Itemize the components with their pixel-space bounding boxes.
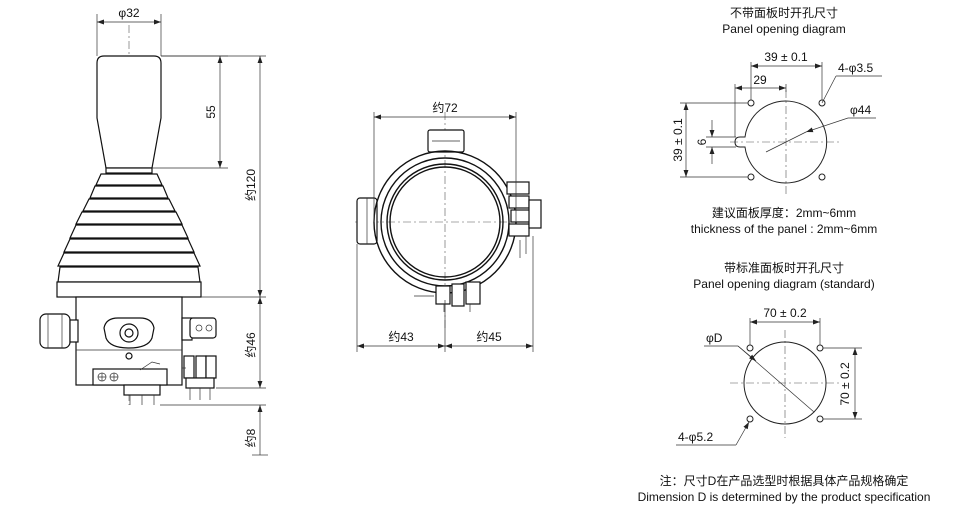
side-view: φ32 55 约120 约46 约8 xyxy=(39,6,268,456)
panel-standard-title-en: Panel opening diagram (standard) xyxy=(693,277,874,291)
dim-plain-holes: 4-φ3.5 xyxy=(838,61,873,75)
bottom-switches xyxy=(414,281,481,312)
footer-note-en: Dimension D is determined by the product… xyxy=(638,490,931,504)
dim-plain-hole-spacing-v: 39 ± 0.1 xyxy=(671,118,685,162)
thickness-note-cn: 建议面板厚度：2mm~6mm xyxy=(712,205,856,220)
joystick-handle xyxy=(96,55,162,169)
dim-standard-bore: φD xyxy=(706,331,723,345)
base-flange xyxy=(56,281,202,298)
dim-terminal: 约8 xyxy=(243,428,258,447)
dim-width: 约72 xyxy=(432,100,458,115)
dim-handle-height: 55 xyxy=(204,105,218,119)
dim-plain-offset: 29 xyxy=(753,73,767,87)
dim-handle-dia: φ32 xyxy=(118,6,139,20)
standard-bore xyxy=(743,341,827,425)
dim-standard-hole-spacing-v: 70 ± 0.2 xyxy=(838,362,852,406)
left-knob xyxy=(39,313,71,349)
panel-opening-standard: 带标准面板时开孔尺寸 Panel opening diagram (standa… xyxy=(676,261,875,446)
thickness-note-en: thickness of the panel : 2mm~6mm xyxy=(691,222,877,236)
panel-opening-plain: 不带面板时开孔尺寸 Panel opening diagram 39 ± 0.1… xyxy=(671,6,882,195)
dim-plain-hole-spacing-h: 39 ± 0.1 xyxy=(764,50,808,64)
dim-plain-slot: 6 xyxy=(695,138,709,145)
switch-stack xyxy=(506,181,542,258)
dim-left: 约43 xyxy=(388,329,414,344)
dim-total-height: 约120 xyxy=(243,169,258,201)
bore-with-slot xyxy=(734,100,828,184)
rubber-boot xyxy=(57,173,201,283)
top-view: 约72 约43 约45 xyxy=(355,100,542,352)
dim-plain-bore: φ44 xyxy=(850,103,871,117)
dim-standard-hole-spacing-h: 70 ± 0.2 xyxy=(763,306,807,320)
dim-standard-holes: 4-φ5.2 xyxy=(678,430,713,444)
footer-note-cn: 注：尺寸D在产品选型时根据具体产品规格确定 xyxy=(660,473,909,488)
panel-standard-title-cn: 带标准面板时开孔尺寸 xyxy=(724,261,844,275)
dim-right: 约45 xyxy=(476,329,502,344)
panel-plain-title-en: Panel opening diagram xyxy=(722,22,845,36)
panel-plain-title-cn: 不带面板时开孔尺寸 xyxy=(730,6,838,20)
dim-body-height: 约46 xyxy=(243,332,258,358)
micro-switch-top xyxy=(189,317,217,339)
